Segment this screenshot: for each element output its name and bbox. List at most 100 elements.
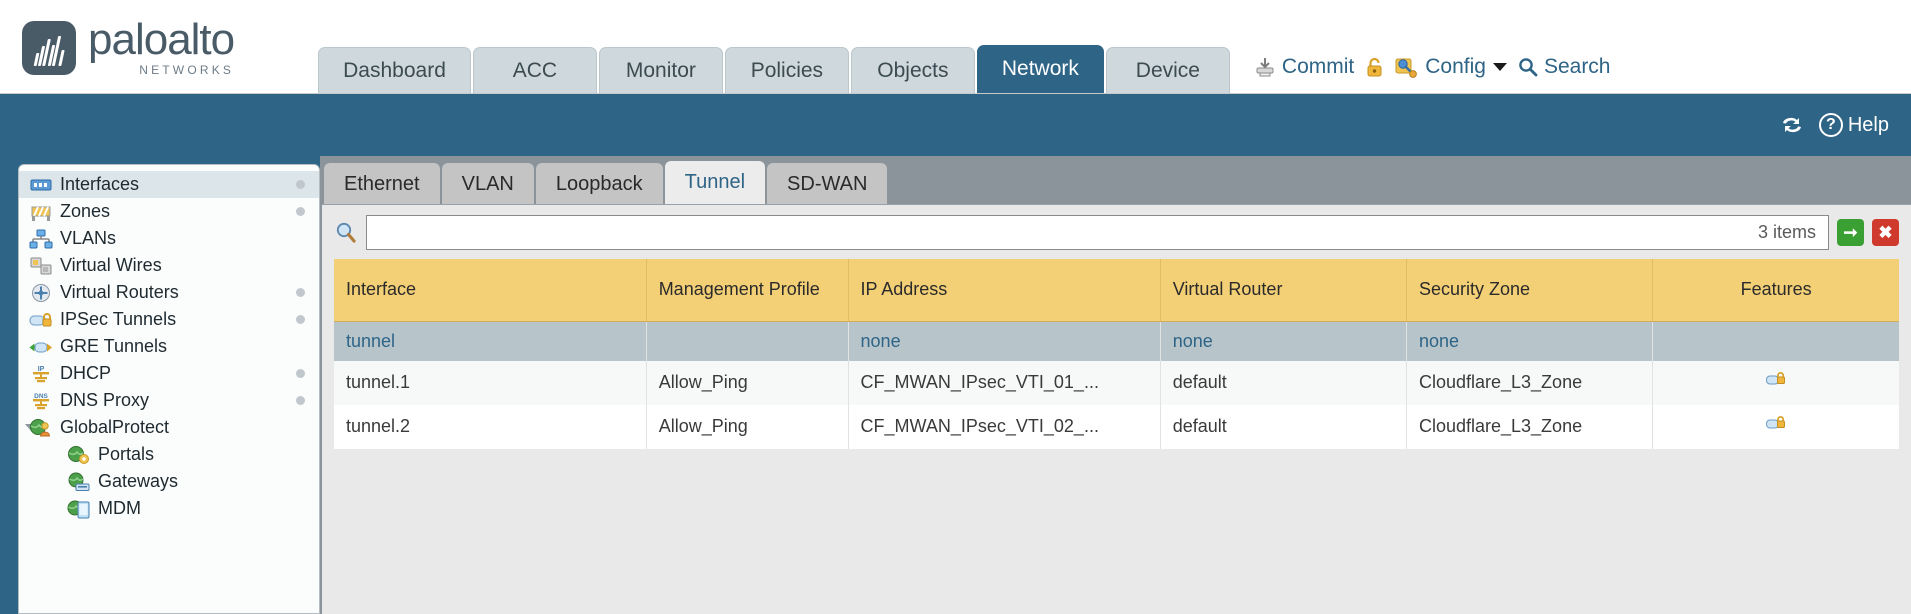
dhcp-icon: IP — [29, 364, 53, 384]
tab-vlan[interactable]: VLAN — [441, 163, 534, 204]
cell-interface[interactable]: tunnel.2 — [334, 404, 647, 449]
config-dropdown[interactable]: Config — [1395, 55, 1507, 79]
tab-loopback[interactable]: Loopback — [535, 163, 663, 204]
lock-button[interactable] — [1365, 56, 1384, 78]
tunnel-interfaces-table: Interface Management Profile IP Address … — [334, 259, 1899, 449]
cell-virtual-router: default — [1160, 404, 1407, 449]
sidebar-wrapper: Interfaces Zones VLANs Vir — [0, 156, 320, 614]
cell-virtual-router: none — [1160, 321, 1407, 361]
column-header-management-profile[interactable]: Management Profile — [646, 259, 849, 322]
help-question-icon: ? — [1818, 113, 1843, 137]
table-header-row: Interface Management Profile IP Address … — [334, 259, 1899, 322]
sidebar-item-interfaces[interactable]: Interfaces — [19, 171, 319, 198]
search-magnifier-icon[interactable] — [334, 221, 358, 245]
cell-security-zone: Cloudflare_L3_Zone — [1406, 360, 1654, 405]
nav-tab-objects[interactable]: Objects — [850, 46, 975, 93]
cell-virtual-router: default — [1160, 360, 1407, 405]
item-count-label: 3 items — [1757, 222, 1816, 242]
cell-ip-address: CF_MWAN_IPsec_VTI_01_... — [848, 360, 1161, 405]
brand-logo: paloalto NETWORKS — [0, 18, 235, 93]
sidebar-item-dot — [296, 180, 305, 189]
cell-management-profile: Allow_Ping — [646, 360, 849, 405]
sidebar-item-label: GRE Tunnels — [60, 336, 168, 356]
sidebar-item-dot — [296, 315, 305, 324]
search-button[interactable]: Search — [1518, 55, 1611, 79]
column-header-interface[interactable]: Interface — [334, 259, 647, 322]
cell-features — [1652, 360, 1899, 405]
cell-interface[interactable]: tunnel — [334, 321, 647, 361]
nav-tab-dashboard[interactable]: Dashboard — [318, 46, 471, 93]
tab-sdwan[interactable]: SD-WAN — [767, 163, 888, 204]
sidebar-item-dot — [296, 207, 305, 216]
sidebar-item-label: Virtual Wires — [60, 255, 162, 275]
table-row[interactable]: tunnel.1 Allow_Ping CF_MWAN_IPsec_VTI_01… — [334, 360, 1899, 405]
apply-filter-button[interactable]: ➞ — [1837, 219, 1864, 246]
sidebar-item-label: Portals — [98, 444, 155, 464]
sidebar-item-gateways[interactable]: Gateways — [19, 468, 319, 495]
nav-tab-network[interactable]: Network — [976, 44, 1104, 93]
top-actions: Commit Config — [1254, 55, 1611, 93]
cell-features — [1652, 404, 1899, 449]
search-label: Search — [1543, 55, 1611, 78]
table-row[interactable]: tunnel none none none — [334, 321, 1899, 361]
table-row[interactable]: tunnel.2 Allow_Ping CF_MWAN_IPsec_VTI_02… — [334, 404, 1899, 449]
commit-label: Commit — [1281, 55, 1355, 78]
sidebar-item-virtual-wires[interactable]: Virtual Wires — [19, 252, 319, 279]
sidebar-item-label: MDM — [98, 498, 141, 518]
search-magnifier-icon — [1518, 57, 1538, 77]
commit-icon — [1254, 56, 1276, 78]
nav-tab-device[interactable]: Device — [1105, 46, 1230, 93]
sidebar-item-dhcp[interactable]: IP DHCP — [19, 360, 319, 387]
refresh-icon[interactable] — [1779, 114, 1805, 136]
sidebar-item-globalprotect[interactable]: GlobalProtect — [19, 414, 319, 441]
cell-security-zone: none — [1406, 321, 1654, 361]
config-key-icon — [1395, 56, 1419, 78]
cell-ip-address: none — [848, 321, 1161, 361]
sidebar-item-label: Virtual Routers — [60, 282, 179, 302]
sidebar-item-ipsec-tunnels[interactable]: IPSec Tunnels — [19, 306, 319, 333]
nav-tab-acc[interactable]: ACC — [472, 46, 597, 93]
help-link[interactable]: ? Help — [1818, 113, 1889, 137]
help-label: Help — [1847, 113, 1889, 136]
cell-interface[interactable]: tunnel.1 — [334, 360, 647, 405]
column-header-security-zone[interactable]: Security Zone — [1406, 259, 1654, 322]
sidebar-item-dot — [296, 288, 305, 297]
paloalto-logo-icon — [22, 21, 76, 76]
svg-text:DNS: DNS — [34, 393, 48, 400]
sidebar-item-mdm[interactable]: MDM — [19, 495, 319, 522]
ipsec-lock-icon — [1765, 370, 1787, 391]
nav-tab-monitor[interactable]: Monitor — [598, 46, 723, 93]
column-header-virtual-router[interactable]: Virtual Router — [1160, 259, 1407, 322]
sidebar-item-label: DNS Proxy — [60, 390, 150, 410]
sidebar-item-vlans[interactable]: VLANs — [19, 225, 319, 252]
clear-filter-button[interactable]: ✖ — [1872, 219, 1899, 246]
sidebar-item-label: Gateways — [98, 471, 179, 491]
sidebar-item-zones[interactable]: Zones — [19, 198, 319, 225]
nav-tab-policies[interactable]: Policies — [724, 46, 849, 93]
sidebar-item-label: Zones — [60, 201, 111, 221]
sidebar-item-label: Interfaces — [60, 174, 140, 194]
sidebar-item-virtual-routers[interactable]: Virtual Routers — [19, 279, 319, 306]
sidebar-item-dns-proxy[interactable]: DNS DNS Proxy — [19, 387, 319, 414]
sidebar-item-gre-tunnels[interactable]: GRE Tunnels — [19, 333, 319, 360]
search-input[interactable]: 3 items — [366, 215, 1829, 250]
commit-button[interactable]: Commit — [1254, 55, 1354, 79]
column-header-features[interactable]: Features — [1652, 259, 1899, 322]
column-header-ip-address[interactable]: IP Address — [848, 259, 1161, 322]
cell-management-profile: Allow_Ping — [646, 404, 849, 449]
sidebar-item-label: GlobalProtect — [60, 417, 170, 437]
sidebar-item-label: VLANs — [60, 228, 117, 248]
sidebar-item-portals[interactable]: Portals — [19, 441, 319, 468]
sidebar-item-dot — [296, 396, 305, 405]
virtual-routers-icon — [29, 283, 53, 303]
tab-tunnel[interactable]: Tunnel — [664, 161, 766, 204]
cell-ip-address: CF_MWAN_IPsec_VTI_02_... — [848, 404, 1161, 449]
search-row: 3 items ➞ ✖ — [322, 205, 1911, 259]
sidebar: Interfaces Zones VLANs Vir — [18, 164, 320, 614]
tunnel-panel: 3 items ➞ ✖ Interface Management Profile… — [322, 204, 1911, 614]
tab-ethernet[interactable]: Ethernet — [324, 163, 440, 204]
chevron-down-icon — [1492, 63, 1507, 71]
gre-tunnels-icon — [29, 337, 53, 357]
gateways-icon — [67, 472, 91, 492]
top-bar: paloalto NETWORKS Dashboard ACC Monitor … — [0, 0, 1911, 94]
